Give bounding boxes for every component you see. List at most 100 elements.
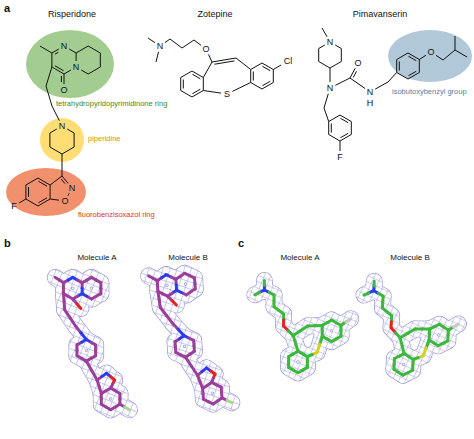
mesh-ground: [177, 289, 187, 295]
stick-bond: [453, 324, 458, 328]
bond-line: [64, 74, 65, 84]
stick-bond: [177, 290, 182, 293]
bond-line: [455, 50, 467, 57]
atom-symbol: O: [354, 59, 361, 68]
double-bond-line: [214, 61, 234, 64]
double-bond-line: [331, 124, 332, 133]
bond-line: [50, 185, 51, 199]
bond-line: [50, 129, 57, 133]
stick-bond: [125, 407, 130, 410]
mesh-outline: [177, 289, 187, 295]
density-mesh: [175, 336, 185, 342]
region-label: fluorobenzisoxazol ring: [78, 211, 155, 219]
bond-line: [350, 68, 355, 78]
bond-line: [273, 65, 281, 69]
bond-line: [330, 68, 331, 82]
bond-line: [69, 49, 76, 53]
bond-line: [232, 83, 250, 92]
density-mesh: [448, 324, 458, 331]
bond-line: [81, 70, 88, 74]
bond-line: [182, 40, 194, 48]
bond-line: [408, 53, 419, 60]
mesh-ground: [175, 336, 185, 342]
stick-bond: [373, 281, 376, 286]
bond-line: [181, 71, 192, 78]
stick-bond: [434, 324, 439, 327]
bond-line: [350, 78, 365, 89]
stick-model: [55, 277, 129, 409]
region-label: isobutoxybenzyl group: [392, 88, 467, 96]
density-mesh: [341, 319, 351, 326]
mesh-outline: [175, 336, 185, 342]
stick-bond: [106, 388, 111, 391]
bond-line: [340, 115, 351, 122]
bond-line: [50, 147, 62, 154]
stick-bond: [149, 276, 153, 279]
density-mesh: [222, 397, 232, 403]
stick-bond: [172, 300, 176, 305]
bond-line: [51, 53, 52, 67]
bond-line: [318, 49, 319, 62]
mesh-outline: [73, 299, 81, 308]
double-bond-line: [183, 80, 184, 89]
mesh-outline: [77, 340, 86, 345]
double-bond-line: [408, 56, 416, 61]
bond-line: [251, 63, 262, 70]
mesh-outline: [430, 324, 440, 330]
molecule-label: Molecule B: [390, 254, 430, 262]
molecule-label: Molecule A: [280, 254, 319, 262]
atom-symbol: N: [61, 42, 68, 51]
stick-bond: [86, 361, 91, 370]
bond-line: [340, 135, 351, 142]
bond-line: [330, 62, 341, 69]
mesh-outline: [222, 397, 232, 403]
bond-line: [194, 40, 201, 45]
double-bond-line: [38, 181, 47, 186]
blue-highlight: [388, 30, 472, 82]
atom-symbol: F: [337, 153, 343, 162]
mesh-outline: [149, 275, 158, 281]
bond-line: [408, 73, 419, 80]
mesh-outline: [322, 320, 331, 325]
density-mesh: [399, 338, 405, 354]
density-mesh: [101, 388, 110, 393]
mesh-ground: [202, 382, 212, 388]
mesh-ground: [82, 294, 91, 299]
bond-line: [250, 70, 251, 83]
density-mesh: [293, 336, 298, 352]
bond-line: [324, 94, 328, 108]
bond-line: [203, 78, 204, 91]
stick-bond: [207, 382, 212, 385]
mesh-ground: [430, 324, 440, 330]
stick-bond: [77, 304, 81, 309]
bond-line: [436, 55, 443, 60]
mesh-outline: [293, 336, 298, 352]
stick-bond: [327, 320, 332, 323]
bond-line: [46, 86, 52, 106]
panel-letter: a: [4, 3, 10, 14]
stick-bond: [227, 400, 232, 403]
bond-line: [419, 55, 426, 59]
bond-line: [203, 62, 212, 78]
mesh-ground: [448, 324, 458, 331]
structure-formulas: [19, 28, 467, 206]
atom-symbol: O: [202, 45, 209, 54]
atom-symbol: N: [157, 42, 164, 51]
bond-line: [88, 46, 100, 53]
atom-symbol: F: [11, 202, 17, 211]
density-models: [55, 271, 460, 410]
atom-symbol: O: [427, 48, 434, 57]
double-bond-line: [340, 133, 348, 138]
stick-bond: [364, 293, 369, 296]
mesh-outline: [202, 382, 212, 388]
atom-symbol: O: [61, 197, 68, 206]
mesh-outline: [168, 296, 177, 306]
stick-model: [149, 271, 232, 408]
bond-line: [351, 122, 352, 135]
bond-line: [25, 185, 26, 199]
mesh-ground: [293, 336, 298, 352]
bond-line: [64, 70, 71, 74]
mesh-ground: [73, 299, 81, 308]
bond-line: [443, 50, 455, 60]
stick-bond: [293, 336, 295, 344]
